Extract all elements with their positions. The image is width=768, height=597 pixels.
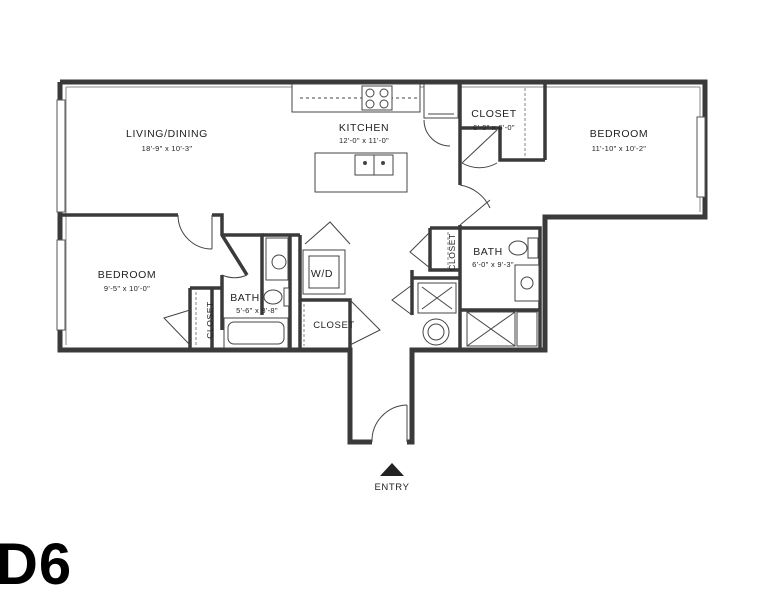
entry-arrow-icon bbox=[380, 463, 404, 476]
bath-left-fixtures bbox=[223, 237, 290, 349]
bedroom-right-dims: 11'-10" x 10'-2" bbox=[592, 144, 647, 153]
closet-top-label: CLOSET bbox=[471, 108, 517, 120]
bath-left-dims: 5'-6" x 8'-8" bbox=[236, 306, 278, 315]
interior-walls bbox=[62, 82, 547, 350]
unit-type-label: D6 bbox=[0, 532, 73, 597]
closet-top-dims: 6'-0" x 6'-0" bbox=[473, 123, 515, 132]
bath-left-label: BATH bbox=[230, 292, 260, 304]
bedroom-left-dims: 9'-5" x 10'-0" bbox=[104, 284, 150, 293]
room-labels: LIVING/DINING 18'-9" x 10'-3" KITCHEN 12… bbox=[98, 108, 648, 493]
bedroom-left-label: BEDROOM bbox=[98, 269, 156, 281]
kitchen-label: KITCHEN bbox=[339, 122, 389, 134]
bedroom-right-label: BEDROOM bbox=[590, 128, 648, 140]
living-dining-label: LIVING/DINING bbox=[126, 128, 208, 140]
kitchen-fixtures bbox=[291, 83, 459, 193]
door-swings bbox=[163, 129, 498, 443]
closet-left-vertical-label: CLOSET bbox=[205, 301, 215, 339]
bath-right-fixtures bbox=[417, 237, 540, 347]
closet-right-vertical-label: CLOSET bbox=[447, 233, 457, 271]
bath-right-dims: 6'-0" x 9'-3" bbox=[472, 260, 514, 269]
windows bbox=[56, 99, 706, 331]
floor-plan: LIVING/DINING 18'-9" x 10'-3" KITCHEN 12… bbox=[0, 79, 708, 594]
living-dining-dims: 18'-9" x 10'-3" bbox=[142, 144, 193, 153]
floor-plan-drawing: LIVING/DINING 18'-9" x 10'-3" KITCHEN 12… bbox=[56, 79, 708, 493]
bath-right-label: BATH bbox=[473, 246, 503, 258]
entry-label: ENTRY bbox=[374, 482, 409, 493]
kitchen-dims: 12'-0" x 11'-0" bbox=[339, 136, 389, 145]
washer-dryer bbox=[302, 249, 346, 295]
wd-label: W/D bbox=[311, 268, 333, 280]
closet-hall-label: CLOSET bbox=[313, 320, 355, 331]
